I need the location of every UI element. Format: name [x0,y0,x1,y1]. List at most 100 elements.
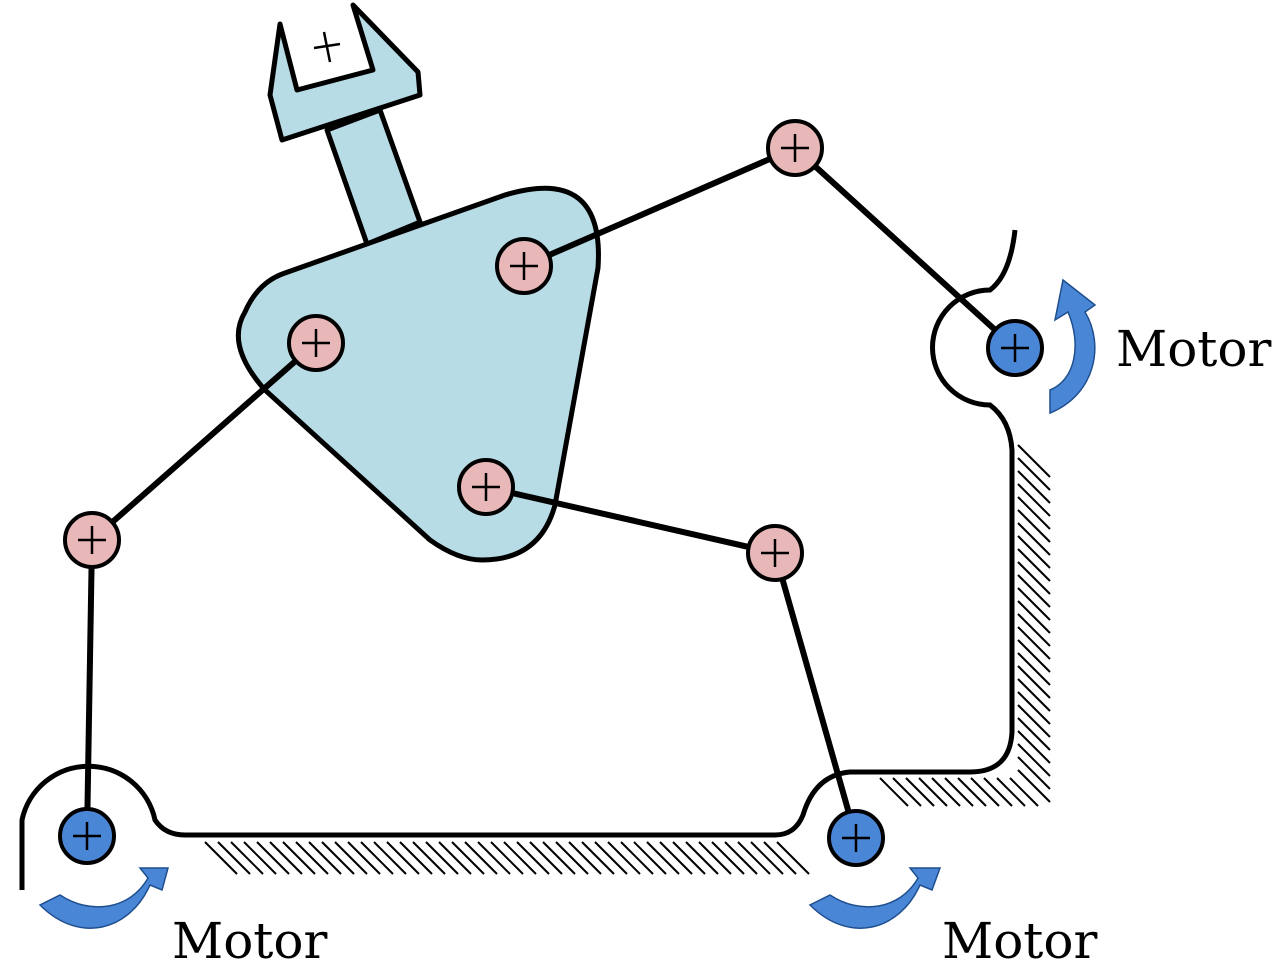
hatch-line [568,841,602,875]
hatch-line [490,841,524,875]
hatch-line [1017,548,1051,582]
hatch-line [659,841,693,875]
gripper-head [267,2,423,143]
motor-label-bottom-left: Motor [172,912,327,960]
plus-icon [78,526,106,554]
hatch-line [477,841,511,875]
link-left-upper [89,340,319,543]
hatch-line [1017,730,1051,764]
hatch-line [1017,535,1051,569]
links [84,145,1018,841]
rotation-arrow-icon [1049,278,1097,415]
plus-icon [842,824,870,852]
plus-icon [1001,334,1029,362]
plus-icon [781,134,809,162]
hatch-line [308,841,342,875]
ground-hatch-lower [879,777,1039,807]
motor-label-bottom-right: Motor [942,912,1097,960]
rotation-arrow-icon [38,867,169,929]
hatch-line [451,841,485,875]
link-mid-upper [483,484,778,556]
hatch-line [399,841,433,875]
hatch-line [373,841,407,875]
hatch-line [1017,561,1051,595]
hatch-line [412,841,446,875]
hatch-line [1009,777,1039,807]
hatch-line [503,841,537,875]
hatch-line [918,777,948,807]
hatch-line [1017,457,1051,491]
hatch-line [620,841,654,875]
link-top-upper [521,145,798,269]
hatch-line [646,841,680,875]
gripper-stem [324,107,423,247]
hatch-line [983,777,1013,807]
hatch-line [685,841,719,875]
motor-joint-right [986,319,1044,377]
hatch-line [555,841,589,875]
hatch-line [282,841,316,875]
hatch-line [957,777,987,807]
gripper-end-effector [267,2,423,247]
motor-joint-bottom-left [58,807,116,865]
passive-joint [63,511,121,569]
hatch-line [1017,756,1051,790]
hatch-line [776,841,810,875]
plus-icon [73,822,101,850]
hatch-line [425,841,459,875]
hatch-line [256,841,290,875]
hatch-line [594,841,628,875]
hatch-line [931,777,961,807]
motor-label-right: Motor [1116,320,1271,378]
hatch-line [633,841,667,875]
hatch-line [1017,574,1051,608]
hatch-line [1017,691,1051,725]
hatch-line [1017,704,1051,738]
hatch-line [1017,613,1051,647]
plus-icon [761,539,789,567]
hatch-line [360,841,394,875]
ground-hatch-bottom [204,841,810,875]
hatch-line [529,841,563,875]
hatch-line [750,841,784,875]
plus-icon [510,252,538,280]
hatch-line [1017,652,1051,686]
hatch-line [698,841,732,875]
hatch-line [1017,665,1051,699]
hatch-line [944,777,974,807]
hatch-line [1017,743,1051,777]
ground-hatch-right [1017,444,1051,803]
hatch-line [217,841,251,875]
hatch-line [269,841,303,875]
ground-frame [19,229,1051,890]
hatch-line [334,841,368,875]
hatch-line [996,777,1026,807]
plus-icon [302,329,330,357]
hatch-line [386,841,420,875]
hatch-line [1017,522,1051,556]
hatch-line [464,841,498,875]
passive-joints [63,119,824,582]
hatch-line [1017,483,1051,517]
hatch-line [243,841,277,875]
passive-joint [495,237,553,295]
link-left-lower [84,537,95,839]
hatch-line [737,841,771,875]
link-top-lower [792,145,1018,351]
hatch-line [1017,678,1051,712]
hatch-line [763,841,797,875]
rotation-arrow-icon [808,867,942,929]
hatch-line [724,841,758,875]
hatch-line [230,841,264,875]
hatch-line [879,777,909,807]
hatch-line [1017,600,1051,634]
hatch-line [1017,587,1051,621]
motor-joint-bottom-right [827,809,885,867]
hatch-line [711,841,745,875]
passive-joint [287,314,345,372]
hatch-line [1017,444,1051,478]
hatch-line [438,841,472,875]
hatch-line [1017,717,1051,751]
passive-joint [766,119,824,177]
